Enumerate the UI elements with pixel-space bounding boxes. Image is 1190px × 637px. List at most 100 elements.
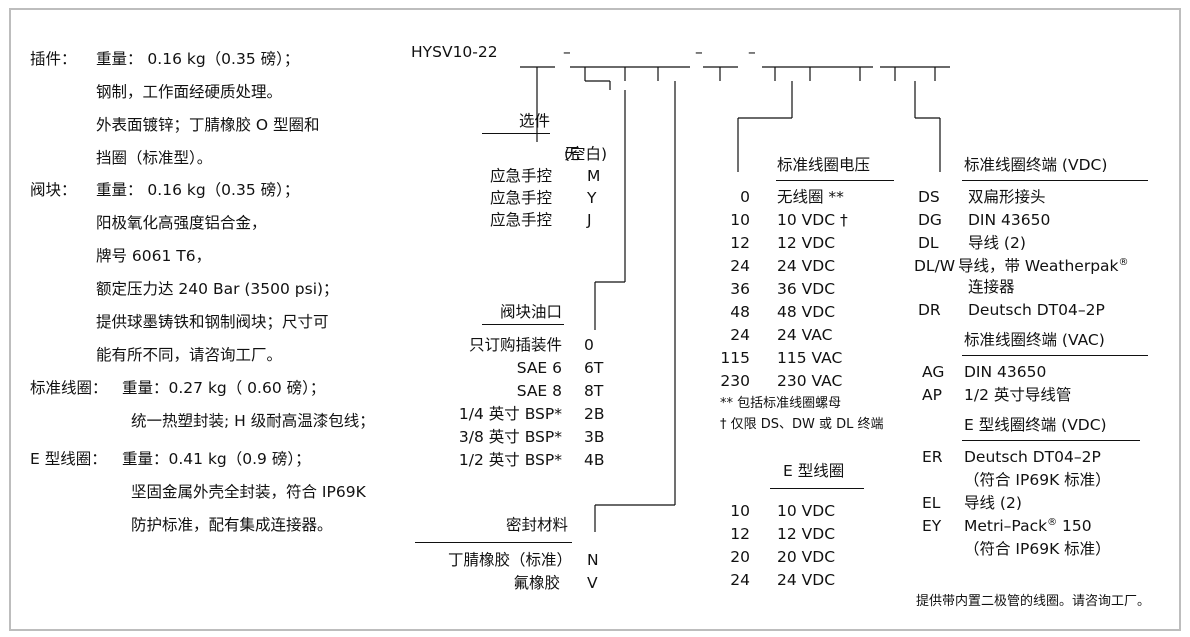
voltage-label-1: 无线圈 ** bbox=[777, 188, 844, 206]
term-e-title-rule bbox=[962, 440, 1140, 441]
term-e-code-2: EL bbox=[922, 494, 941, 512]
voltage-label-6: 48 VDC bbox=[777, 303, 836, 321]
term-e-label-3b: （符合 IP69K 标准） bbox=[964, 540, 1111, 558]
e-voltage-label-3: 20 VDC bbox=[777, 548, 836, 566]
voltage-title-rule bbox=[776, 180, 894, 181]
voltage-code-3: 12 bbox=[730, 234, 750, 252]
e-voltage-label-4: 24 VDC bbox=[777, 571, 836, 589]
cartridge-line-3: 外表面镀锌；丁腈橡胶 O 型圈和 bbox=[96, 116, 320, 134]
ports-label-6: 1/2 英寸 BSP* bbox=[458, 451, 562, 469]
voltage-code-8: 115 bbox=[720, 349, 750, 367]
term-e-label-3: Metri–Pack® 150 bbox=[964, 517, 1092, 535]
term-vdc-label-3: 导线 (2) bbox=[968, 234, 1026, 252]
term-vdc-title: 标准线圈终端 (VDC) bbox=[964, 156, 1108, 174]
term-e-code-1: ER bbox=[922, 448, 943, 466]
options-code-2: M bbox=[587, 167, 601, 185]
seals-code-2: V bbox=[587, 574, 598, 592]
ports-title: 阀块油口 bbox=[499, 303, 562, 321]
options-title: 选件 bbox=[518, 112, 550, 130]
e-voltage-code-2: 12 bbox=[730, 525, 750, 543]
term-vdc-code-3: DL bbox=[918, 234, 939, 252]
std-coil-label: 标准线圈： bbox=[30, 379, 108, 397]
term-e-label-1b: （符合 IP69K 标准） bbox=[964, 471, 1111, 489]
seals-code-1: N bbox=[587, 551, 599, 569]
voltage-code-2: 10 bbox=[730, 211, 750, 229]
term-vac-code-1: AG bbox=[922, 363, 945, 381]
voltage-label-2: 10 VDC † bbox=[777, 211, 848, 229]
voltage-code-5: 36 bbox=[730, 280, 750, 298]
e-voltage-title-rule bbox=[770, 488, 864, 489]
seals-label-2: 氟橡胶 bbox=[513, 574, 560, 592]
e-voltage-title: E 型线圈 bbox=[783, 462, 845, 480]
term-vac-code-2: AP bbox=[922, 386, 942, 404]
ports-title-rule bbox=[482, 324, 564, 325]
seals-label-1: 丁腈橡胶（标准） bbox=[447, 551, 572, 569]
body-line-5: 提供球墨铸铁和钢制阀块；尺寸可 bbox=[96, 313, 329, 331]
voltage-code-6: 48 bbox=[730, 303, 750, 321]
e-voltage-code-3: 20 bbox=[730, 548, 750, 566]
body-label: 阀块： bbox=[30, 181, 77, 199]
options-label-2: 应急手控 bbox=[489, 167, 552, 185]
cartridge-line-4: 挡圈（标准型）。 bbox=[96, 149, 213, 167]
term-vdc-code-2: DG bbox=[918, 211, 942, 229]
term-vac-label-2: 1/2 英寸导线管 bbox=[964, 386, 1072, 404]
term-e-title: E 型线圈终端 (VDC) bbox=[964, 416, 1107, 434]
e-voltage-code-4: 24 bbox=[730, 571, 750, 589]
e-voltage-label-1: 10 VDC bbox=[777, 502, 836, 520]
options-code-3: Y bbox=[587, 189, 597, 207]
options-title-rule bbox=[482, 133, 550, 134]
ports-code-3: 8T bbox=[584, 382, 604, 400]
term-vdc-code-4: DL/W bbox=[914, 257, 956, 275]
ports-label-5: 3/8 英寸 BSP* bbox=[458, 428, 562, 446]
ports-label-1: 只订购插装件 bbox=[468, 336, 562, 354]
voltage-title: 标准线圈电压 bbox=[777, 156, 871, 174]
voltage-label-5: 36 VDC bbox=[777, 280, 836, 298]
ports-code-1: 0 bbox=[584, 336, 594, 354]
term-vac-label-1: DIN 43650 bbox=[964, 363, 1047, 381]
dash-1: – bbox=[563, 43, 571, 61]
term-vdc-title-rule bbox=[962, 180, 1148, 181]
ports-label-4: 1/4 英寸 BSP* bbox=[458, 405, 562, 423]
body-line-2: 阳极氧化高强度铝合金， bbox=[96, 214, 267, 232]
term-vdc-label-1: 双扁形接头 bbox=[968, 188, 1046, 206]
e-coil-line-1: 重量：0.41 kg（0.9 磅）； bbox=[122, 450, 311, 468]
voltage-code-4: 24 bbox=[730, 257, 750, 275]
term-vdc-code-1: DS bbox=[918, 188, 940, 206]
body-line-6: 能有所不同，请咨询工厂。 bbox=[96, 346, 283, 364]
term-e-label-2: 导线 (2) bbox=[964, 494, 1022, 512]
ports-code-6: 4B bbox=[584, 451, 605, 469]
ports-label-3: SAE 8 bbox=[516, 382, 562, 400]
e-voltage-label-2: 12 VDC bbox=[777, 525, 836, 543]
term-e-label-1: Deutsch DT04–2P bbox=[964, 448, 1101, 466]
voltage-code-1: 0 bbox=[740, 188, 750, 206]
dash-3: – bbox=[748, 43, 756, 61]
e-coil-line-3: 防护标准，配有集成连接器。 bbox=[131, 516, 333, 534]
footnote: 提供带内置二极管的线圈。请咨询工厂。 bbox=[916, 594, 1151, 609]
seals-title: 密封材料 bbox=[505, 516, 568, 534]
cartridge-line-1: 重量： 0.16 kg（0.35 磅）； bbox=[96, 50, 300, 68]
frame-border bbox=[9, 8, 1181, 631]
ports-code-4: 2B bbox=[584, 405, 605, 423]
e-voltage-code-1: 10 bbox=[730, 502, 750, 520]
voltage-label-9: 230 VAC bbox=[777, 372, 843, 390]
voltage-label-3: 12 VDC bbox=[777, 234, 836, 252]
term-vdc-code-5: DR bbox=[918, 301, 941, 319]
body-line-4: 额定压力达 240 Bar (3500 psi)； bbox=[96, 280, 339, 298]
term-vdc-label-2: DIN 43650 bbox=[968, 211, 1051, 229]
options-label-4: 应急手控 bbox=[489, 211, 552, 229]
model-code: HYSV10-22 bbox=[411, 43, 498, 61]
options-label-1: 无 bbox=[564, 145, 580, 163]
voltage-label-4: 24 VDC bbox=[777, 257, 836, 275]
dash-2: – bbox=[695, 43, 703, 61]
e-coil-line-2: 坚固金属外壳全封装，符合 IP69K bbox=[131, 483, 366, 501]
options-label-3: 应急手控 bbox=[489, 189, 552, 207]
cartridge-line-2: 钢制，工作面经硬质处理。 bbox=[96, 83, 283, 101]
voltage-note-2: † 仅限 DS、DW 或 DL 终端 bbox=[720, 417, 884, 432]
ports-code-5: 3B bbox=[584, 428, 605, 446]
seals-title-rule bbox=[415, 542, 572, 543]
body-line-3: 牌号 6061 T6， bbox=[96, 247, 212, 265]
body-line-1: 重量： 0.16 kg（0.35 磅）； bbox=[96, 181, 300, 199]
term-vdc-label-4b: 连接器 bbox=[968, 278, 1015, 296]
term-vdc-label-5: Deutsch DT04–2P bbox=[968, 301, 1105, 319]
